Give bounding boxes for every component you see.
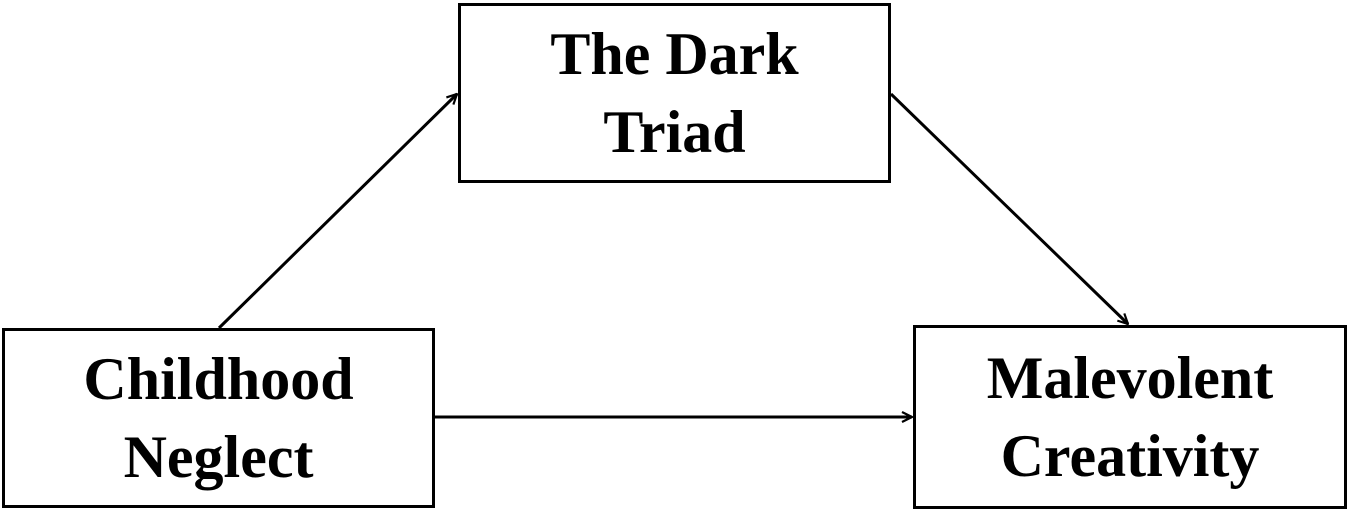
childhood-neglect-label-line-2: Neglect [123, 424, 314, 490]
malevolent-creativity-box: Malevolent Creativity [913, 325, 1347, 509]
arrow-dark-triad-to-creativity [889, 92, 1128, 324]
childhood-neglect-box: Childhood Neglect [2, 328, 435, 508]
childhood-neglect-label-line-1: Childhood [83, 346, 354, 412]
arrow-neglect-to-dark-triad [217, 94, 457, 330]
malevolent-creativity-label-line-2: Creativity [1000, 423, 1260, 489]
malevolent-creativity-label-line-1: Malevolent [986, 345, 1274, 411]
dark-triad-label-line-1: The Dark [550, 21, 799, 87]
dark-triad-box: The Dark Triad [458, 3, 891, 183]
dark-triad-label-line-2: Triad [603, 99, 746, 165]
